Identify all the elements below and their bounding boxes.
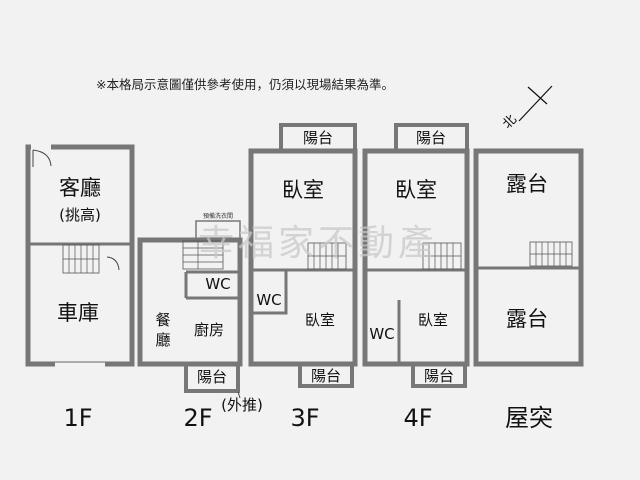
floor-3f: 陽台 臥室 WC 臥室 陽台 xyxy=(248,123,358,388)
room-wc-3f: WC xyxy=(256,291,281,309)
room-living-1f: 客廳 xyxy=(59,176,101,200)
room-wc-2f: WC xyxy=(205,275,230,293)
floor-label-roof: 屋突 xyxy=(505,404,553,432)
label-laundry-2f: 預備洗衣間 xyxy=(203,212,233,220)
room-balcony-note-2f: (外推) xyxy=(221,396,263,414)
floor-label-4f: 4F xyxy=(403,404,432,432)
disclaimer-note: ※本格局示意圖僅供參考使用，仍須以現場結果為準。 xyxy=(96,77,394,92)
room-balcony-bottom-4f: 陽台 xyxy=(424,367,454,385)
room-bedroom-top-3f: 臥室 xyxy=(282,178,324,202)
room-dining-2f-line1: 餐 xyxy=(155,311,170,329)
floor-4f: 陽台 臥室 WC 臥室 陽台 xyxy=(362,123,470,388)
room-terrace-bottom-roof: 露台 xyxy=(506,307,548,331)
north-label: 北 xyxy=(500,112,520,132)
room-bedroom-bottom-3f: 臥室 xyxy=(305,311,335,329)
watermark-text: 幸福家不動產 xyxy=(198,223,438,264)
room-balcony-2f: 陽台 xyxy=(197,368,227,386)
floor-label-2f: 2F xyxy=(183,404,212,432)
room-garage-1f: 車庫 xyxy=(57,301,99,325)
north-arrow: 北 xyxy=(500,85,553,132)
room-balcony-top-4f: 陽台 xyxy=(416,129,446,147)
room-balcony-top-3f: 陽台 xyxy=(303,129,333,147)
room-living-note-1f: (挑高) xyxy=(59,206,101,224)
room-balcony-bottom-3f: 陽台 xyxy=(311,367,341,385)
floor-2f: 預備洗衣間 WC 餐 廳 廚房 陽台 (外推) xyxy=(137,212,263,414)
room-kitchen-2f: 廚房 xyxy=(194,321,224,339)
floor-label-1f: 1F xyxy=(63,404,92,432)
floor-roof: 露台 露台 xyxy=(473,148,584,367)
room-bedroom-bottom-4f: 臥室 xyxy=(418,311,448,329)
floor-label-3f: 3F xyxy=(290,404,319,432)
room-bedroom-top-4f: 臥室 xyxy=(395,178,437,202)
floor-1f: 客廳 (挑高) 車庫 xyxy=(25,144,135,367)
room-dining-2f-line2: 廳 xyxy=(155,331,170,349)
room-wc-4f: WC xyxy=(369,325,394,343)
room-terrace-top-roof: 露台 xyxy=(506,172,548,196)
